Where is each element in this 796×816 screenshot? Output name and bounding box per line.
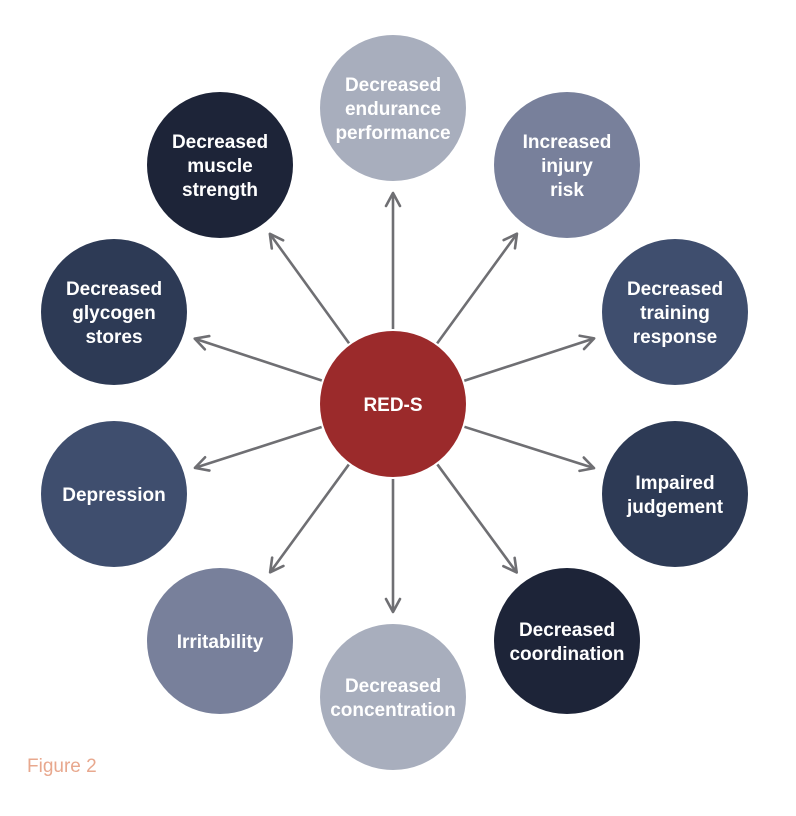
arrows-layer — [193, 191, 596, 614]
node-circle — [41, 421, 187, 567]
arrow-line — [269, 463, 350, 574]
node-decreased-concentration: Decreased concentration — [320, 624, 466, 770]
node-label-line: endurance — [345, 99, 441, 120]
arrow-head — [578, 334, 596, 351]
arrow-increased-injury-risk — [436, 232, 519, 345]
figure-caption: Figure 2 — [27, 756, 97, 777]
arrow-decreased-endurance-performance — [384, 191, 402, 329]
arrow-line — [268, 233, 351, 345]
node-label-line: Decreased — [66, 279, 162, 300]
node-label-line: Depression — [62, 485, 165, 506]
node-label-line: muscle — [187, 156, 252, 177]
node-label: Decreased training response — [627, 279, 723, 348]
node-label: Increased injury risk — [523, 132, 612, 201]
node-label: Depression — [62, 485, 165, 506]
arrow-head — [193, 455, 211, 472]
arrow-irritability — [268, 463, 350, 574]
node-label-line: training — [640, 303, 710, 324]
arrow-line — [194, 425, 323, 470]
node-circle — [320, 35, 466, 181]
node-label-line: injury — [541, 156, 593, 177]
arrow-head — [268, 556, 285, 574]
node-label-line: concentration — [330, 700, 456, 721]
node-increased-injury-risk: Increased injury risk — [494, 92, 640, 238]
node-label-line: stores — [85, 327, 142, 348]
node-decreased-muscle-strength: Decreased muscle strength — [147, 92, 293, 238]
node-circle — [41, 239, 187, 385]
node-label: Decreased endurance performance — [335, 75, 450, 144]
arrow-decreased-training-response — [463, 334, 596, 382]
node-circle — [320, 624, 466, 770]
arrow-head — [384, 191, 402, 208]
node-label-line: Decreased — [172, 132, 268, 153]
arrow-head — [384, 597, 402, 614]
arrow-decreased-glycogen-stores — [193, 334, 323, 382]
arrow-line — [463, 337, 595, 382]
node-circle — [602, 239, 748, 385]
node-label: Impaired judgement — [626, 473, 724, 518]
node-label-line: Increased — [523, 132, 612, 153]
arrow-head — [193, 334, 211, 351]
node-label-line: judgement — [626, 497, 724, 518]
node-label-line: strength — [182, 180, 258, 201]
node-label-line: response — [633, 327, 717, 348]
node-label: Decreased muscle strength — [172, 132, 268, 201]
node-label-line: Irritability — [177, 632, 264, 653]
node-label-line: risk — [550, 180, 584, 201]
node-circle — [147, 568, 293, 714]
node-decreased-coordination: Decreased coordination — [494, 568, 640, 714]
node-label-line: glycogen — [72, 303, 155, 324]
node-circle — [147, 92, 293, 238]
arrow-head — [268, 232, 285, 250]
node-label-line: performance — [335, 123, 450, 144]
node-irritability: Irritability — [147, 568, 293, 714]
node-decreased-training-response: Decreased training response — [602, 239, 748, 385]
center-label: RED-S — [363, 395, 422, 416]
node-label: Decreased concentration — [330, 676, 456, 721]
arrow-head — [578, 456, 596, 473]
arrow-decreased-coordination — [436, 463, 518, 574]
node-decreased-glycogen-stores: Decreased glycogen stores — [41, 239, 187, 385]
arrow-line — [436, 232, 519, 345]
arrow-head — [502, 556, 518, 574]
node-label-line: coordination — [509, 644, 624, 665]
node-circle — [494, 92, 640, 238]
nodes-layer: Decreased endurance performance Increased in… — [41, 35, 748, 770]
arrow-head — [502, 232, 519, 250]
node-impaired-judgement: Impaired judgement — [602, 421, 748, 567]
node-label-line: Impaired — [635, 473, 714, 494]
arrow-decreased-concentration — [384, 479, 402, 614]
node-depression: Depression — [41, 421, 187, 567]
node-label-line: Decreased — [519, 620, 615, 641]
node-decreased-endurance-performance: Decreased endurance performance — [320, 35, 466, 181]
arrow-impaired-judgement — [464, 425, 596, 473]
node-label-line: Decreased — [345, 75, 441, 96]
center-node: RED-S — [320, 331, 466, 477]
node-label: Irritability — [177, 632, 264, 653]
arrow-depression — [193, 425, 323, 472]
arrow-line — [464, 425, 595, 470]
center-circle — [320, 331, 466, 477]
arrow-decreased-muscle-strength — [268, 232, 351, 345]
node-circle — [602, 421, 748, 567]
node-circle — [494, 568, 640, 714]
node-label: Decreased coordination — [509, 620, 624, 665]
node-label-line: Decreased — [345, 676, 441, 697]
node-label: Decreased glycogen stores — [66, 279, 162, 348]
arrow-line — [436, 463, 518, 574]
node-label-line: Decreased — [627, 279, 723, 300]
arrow-line — [194, 337, 323, 382]
